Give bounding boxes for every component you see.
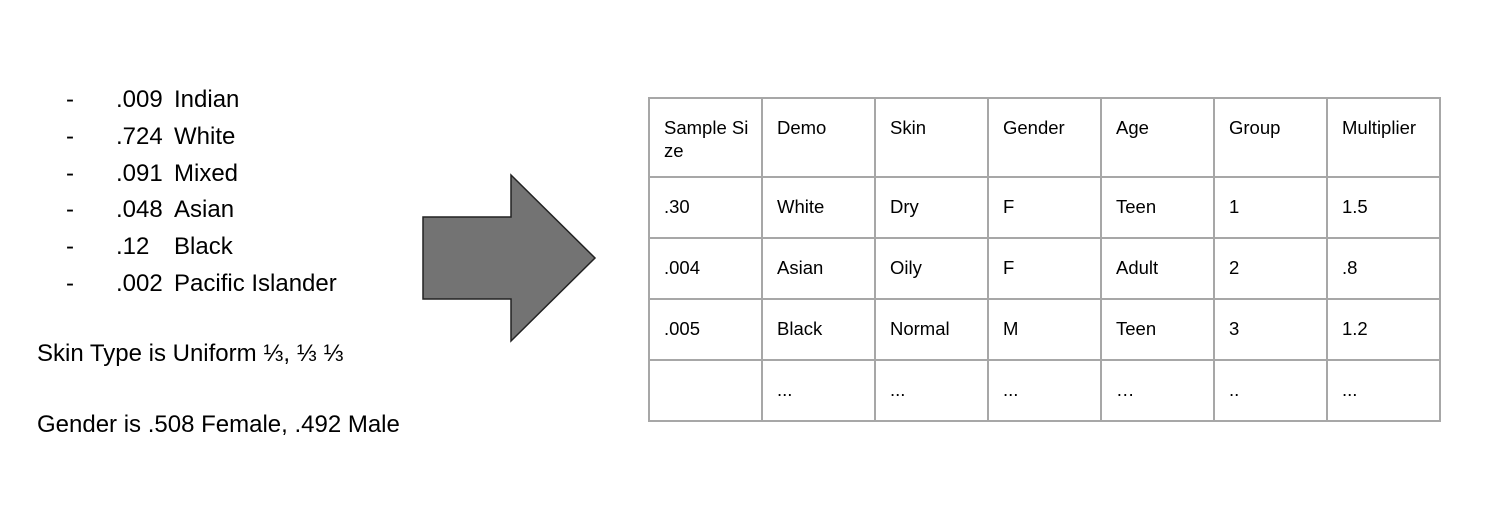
table-cell: .30 <box>648 176 763 239</box>
demographic-proportion: .048 <box>116 196 163 224</box>
demographic-proportion: .091 <box>116 159 163 187</box>
header-cell-age: Age <box>1100 97 1215 178</box>
table-cell: F <box>987 176 1102 239</box>
header-cell-sample-size: Sample Size <box>648 97 763 178</box>
table-cell: … <box>1100 359 1215 422</box>
table-cell: ... <box>761 359 876 422</box>
gender-note: Gender is .508 Female, .492 Male <box>37 411 400 438</box>
table-cell: 2 <box>1213 237 1328 300</box>
bullet-dash: - <box>66 123 74 151</box>
source-distributions: - .009 Indian - .724 White - .091 Mixed - .048 A… <box>0 0 600 513</box>
right-arrow-icon <box>422 173 597 343</box>
table-cell: .8 <box>1326 237 1441 300</box>
table-cell: Teen <box>1100 176 1215 239</box>
table-cell: F <box>987 237 1102 300</box>
bullet-dash: - <box>66 233 74 261</box>
table-header-row: Sample Size Demo Skin Gender Age Group M… <box>648 97 1441 178</box>
table-cell: Adult <box>1100 237 1215 300</box>
demographic-label: Asian <box>174 196 235 224</box>
demographic-proportion: .724 <box>116 123 163 151</box>
table-cell: 1 <box>1213 176 1328 239</box>
table-cell: M <box>987 298 1102 361</box>
demographic-label: Mixed <box>174 159 239 187</box>
table-cell: Dry <box>874 176 989 239</box>
demographic-proportion: .009 <box>116 86 163 114</box>
demographic-label: Indian <box>174 86 240 114</box>
table-row: .30 White Dry F Teen 1 1.5 <box>648 176 1441 239</box>
list-item: - .724 White <box>66 119 337 156</box>
demographic-label: Black <box>174 233 233 261</box>
table-row: ... ... ... … .. ... <box>648 359 1441 422</box>
table-row: .004 Asian Oily F Adult 2 .8 <box>648 237 1441 300</box>
table-cell: ... <box>987 359 1102 422</box>
skin-type-note: Skin Type is Uniform ⅓, ⅓ ⅓ <box>37 340 344 367</box>
list-item: - .12 Black <box>66 229 337 266</box>
table-cell: Normal <box>874 298 989 361</box>
sample-table: Sample Size Demo Skin Gender Age Group M… <box>648 97 1441 422</box>
header-cell-demo: Demo <box>761 97 876 178</box>
table-cell: Oily <box>874 237 989 300</box>
list-item: - .048 Asian <box>66 192 337 229</box>
demographic-proportion: .002 <box>116 269 163 297</box>
table-cell: Asian <box>761 237 876 300</box>
header-cell-skin: Skin <box>874 97 989 178</box>
table-cell: ... <box>874 359 989 422</box>
table-row: .005 Black Normal M Teen 3 1.2 <box>648 298 1441 361</box>
bullet-dash: - <box>66 86 74 114</box>
table-cell: .004 <box>648 237 763 300</box>
header-cell-multiplier: Multiplier <box>1326 97 1441 178</box>
table-cell: Teen <box>1100 298 1215 361</box>
demographic-list: - .009 Indian - .724 White - .091 Mixed - .048 A… <box>66 82 337 302</box>
list-item: - .002 Pacific Islander <box>66 265 337 302</box>
arrow-shape <box>422 173 597 343</box>
table-cell: 3 <box>1213 298 1328 361</box>
table-cell <box>648 359 763 422</box>
bullet-dash: - <box>66 269 74 297</box>
header-cell-group: Group <box>1213 97 1328 178</box>
demographic-proportion: .12 <box>116 233 150 261</box>
table-cell: ... <box>1326 359 1441 422</box>
demographic-label: White <box>174 123 236 151</box>
list-item: - .091 Mixed <box>66 155 337 192</box>
list-item: - .009 Indian <box>66 82 337 119</box>
table-cell: .. <box>1213 359 1328 422</box>
demographic-label: Pacific Islander <box>174 269 337 297</box>
table-cell: 1.5 <box>1326 176 1441 239</box>
table-cell: Black <box>761 298 876 361</box>
table-cell: .005 <box>648 298 763 361</box>
header-cell-gender: Gender <box>987 97 1102 178</box>
bullet-dash: - <box>66 196 74 224</box>
table-cell: White <box>761 176 876 239</box>
table-cell: 1.2 <box>1326 298 1441 361</box>
bullet-dash: - <box>66 159 74 187</box>
